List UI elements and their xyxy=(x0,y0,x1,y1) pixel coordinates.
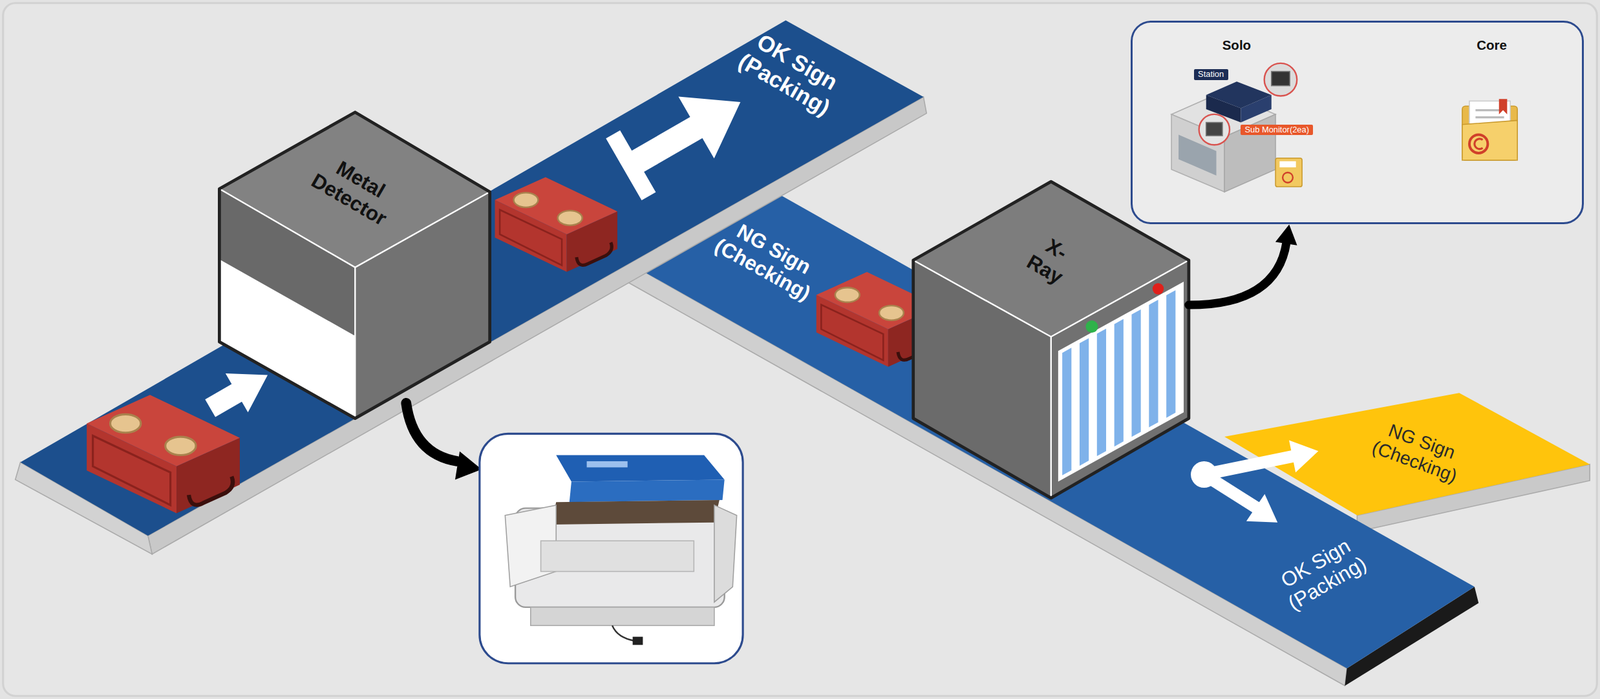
frame xyxy=(3,3,1598,697)
core-folder-icon-part xyxy=(1475,116,1504,119)
xray-housing-part-part xyxy=(1062,347,1072,476)
station-illustration-part xyxy=(1275,158,1302,187)
station-illustration-part xyxy=(1271,71,1290,86)
station-illustration-part xyxy=(1171,114,1225,192)
metal-detector-photo-part xyxy=(541,541,695,572)
inspection-belt xyxy=(628,183,1479,686)
xray-housing-part-part xyxy=(1079,338,1089,466)
metal-detector-photo-part xyxy=(632,637,644,646)
main-belt-part xyxy=(20,20,924,537)
label: OK Sign (Packing) xyxy=(1269,530,1375,619)
xray-housing-part-part xyxy=(1131,309,1141,438)
sort-arrow-part xyxy=(1204,474,1258,509)
xray-housing xyxy=(913,181,1189,499)
sort-arrow-part xyxy=(1246,494,1278,523)
label: NG Sign (Checking) xyxy=(709,212,827,307)
core-folder-icon xyxy=(1462,98,1518,161)
suitcase xyxy=(495,177,618,273)
metal-detector-photo-part xyxy=(612,625,635,642)
metal-detector-housing-part xyxy=(219,260,355,419)
panel-heading: Solo xyxy=(1221,37,1252,54)
metal-detector-housing-part xyxy=(219,112,490,268)
arrowhead xyxy=(1275,224,1298,246)
station-illustration-part xyxy=(1279,161,1296,168)
xray-machine: X-Ray xyxy=(913,181,1189,499)
station-illustration-part xyxy=(1199,114,1230,145)
label: NG Sign (Checking) xyxy=(1367,415,1469,487)
xray-housing-part xyxy=(1058,281,1184,483)
sort-arrow-part xyxy=(1289,440,1319,474)
metal-detector-photo-part xyxy=(530,607,715,626)
station-illustration-part xyxy=(1282,172,1293,183)
core-folder-icon-part xyxy=(1462,120,1518,161)
xray-housing-part-part xyxy=(1166,290,1176,418)
label: X-Ray xyxy=(1022,228,1080,289)
xray-housing-part xyxy=(1062,290,1176,476)
software-panel: StationSub Monitor(2ea) Solo Core xyxy=(1130,20,1584,225)
metal-detector-photo-part xyxy=(714,505,737,603)
core-folder-icon-part xyxy=(1499,98,1508,115)
belt-sign: NG Sign (Checking) xyxy=(705,209,831,310)
label: Sub Monitor(2ea) xyxy=(1243,125,1310,136)
sub-monitor-tag: Sub Monitor(2ea) xyxy=(1240,124,1313,136)
metal-detector-photo-part xyxy=(569,479,725,503)
label: Metal Detector xyxy=(306,148,405,232)
pass-arrow-part xyxy=(678,71,759,159)
xray-housing-part-part xyxy=(1148,299,1158,428)
pass-arrow xyxy=(605,71,759,201)
metal-detector-photo-part xyxy=(586,461,628,468)
metal-detector-photo xyxy=(479,433,743,664)
metal-detector-housing-part xyxy=(219,112,490,419)
station-illustration-part xyxy=(1206,81,1272,108)
main-belt xyxy=(15,20,928,555)
suitcase xyxy=(86,394,240,514)
core-folder-icon-part xyxy=(1475,109,1500,112)
metal-detector: Metal Detector xyxy=(219,112,490,419)
station-illustration-part xyxy=(1206,122,1223,137)
sort-arrow xyxy=(1190,440,1319,523)
core-folder-icon-part xyxy=(1469,135,1488,154)
xray-housing-part xyxy=(913,181,1189,499)
label: Station xyxy=(1197,69,1226,80)
xray-housing-part-part xyxy=(1114,319,1124,447)
station-illustration-part xyxy=(1264,63,1298,97)
callout-arrow-part xyxy=(405,403,458,462)
inspection-belt-part xyxy=(632,183,1475,669)
xray-housing-part xyxy=(1152,283,1164,295)
metal-detector-photo-part xyxy=(479,433,743,664)
label: OK Sign (Packing) xyxy=(730,23,852,124)
connector-line xyxy=(1188,242,1287,306)
belt-sign: OK Sign (Packing) xyxy=(1265,526,1378,622)
panel-heading: Core xyxy=(1475,37,1508,54)
xray-housing-part-part xyxy=(1097,329,1107,457)
xray-housing-part xyxy=(1085,320,1098,333)
metal-detector-housing xyxy=(219,112,490,419)
callout-arrow-part xyxy=(455,451,482,481)
panel-fill xyxy=(1130,20,1584,225)
station-tag: Station xyxy=(1194,69,1229,81)
metal-detector-photo-part xyxy=(555,455,725,482)
metal-detector-photo-part xyxy=(550,500,719,525)
belt-sign: NG Sign (Checking) xyxy=(1364,412,1472,491)
belt-sign: OK Sign (Packing) xyxy=(726,20,855,127)
metal-detector-housing-part xyxy=(219,188,490,419)
core-folder-icon-part xyxy=(1474,138,1483,150)
connector xyxy=(1188,224,1298,306)
sort-arrow-part xyxy=(1204,456,1295,475)
xray-housing-part xyxy=(913,260,1189,499)
pass-arrow-part xyxy=(605,130,656,201)
callout-arrow xyxy=(405,403,482,480)
